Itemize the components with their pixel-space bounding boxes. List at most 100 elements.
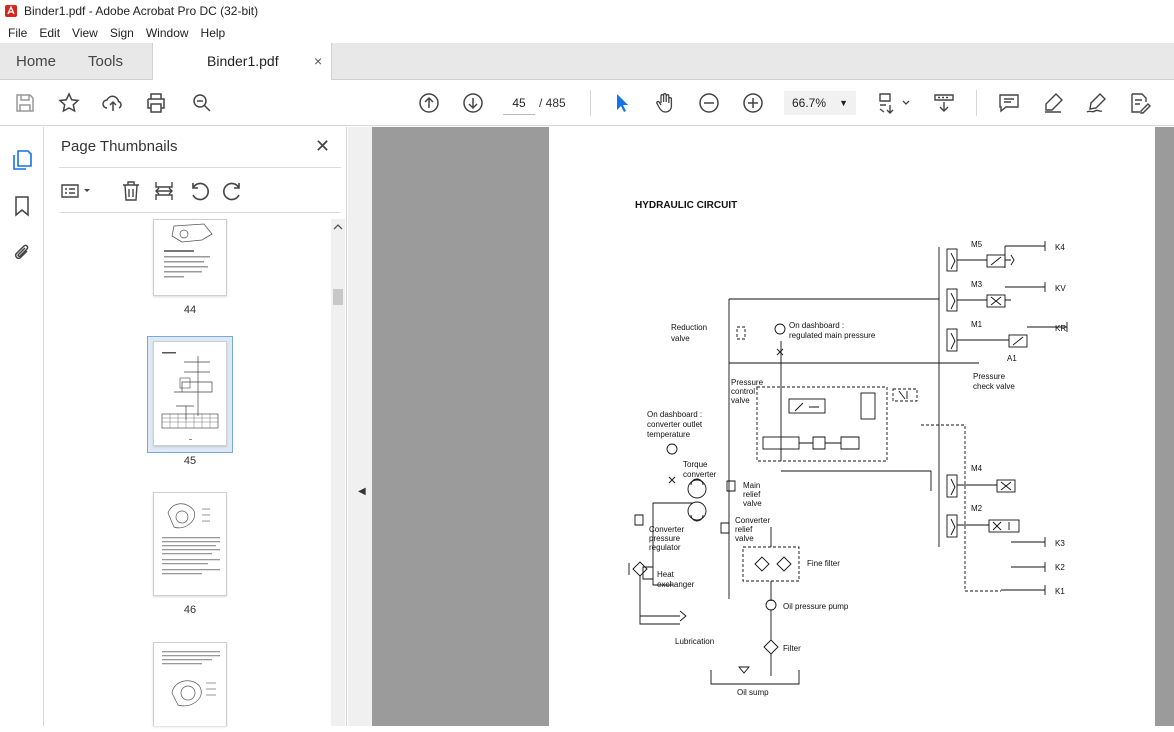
scroll-up-icon[interactable] xyxy=(333,223,343,231)
toolbar-divider xyxy=(976,90,977,116)
toolbar: 45 / 485 66.7% ▼ xyxy=(0,80,1174,126)
highlight-icon[interactable] xyxy=(1041,91,1065,115)
zoom-out-icon[interactable] xyxy=(697,91,721,115)
svg-text:pressure: pressure xyxy=(649,534,681,543)
svg-text:valve: valve xyxy=(731,396,750,405)
page-heading: HYDRAULIC CIRCUIT xyxy=(635,200,737,211)
thumbnail-label-44: 44 xyxy=(183,304,197,316)
filter xyxy=(763,639,779,655)
svg-text:converter: converter xyxy=(683,470,717,479)
tab-tools[interactable]: Tools xyxy=(88,53,124,70)
thumbnail-label-46: 46 xyxy=(183,604,197,616)
tab-row: Home Tools Binder1.pdf × xyxy=(0,43,1174,80)
svg-text:Oil pressure pump: Oil pressure pump xyxy=(783,602,849,611)
tab-document[interactable]: Binder1.pdf × xyxy=(152,43,332,80)
tab-home[interactable]: Home xyxy=(16,53,57,70)
svg-text:Converter: Converter xyxy=(649,525,684,534)
title-bar: Binder1.pdf - Adobe Acrobat Pro DC (32-b… xyxy=(0,0,1174,22)
svg-text:Oil sump: Oil sump xyxy=(737,688,769,697)
page-thumbnail-45[interactable] xyxy=(153,341,227,446)
svg-text:temperature: temperature xyxy=(647,430,691,439)
close-tab-icon[interactable]: × xyxy=(314,53,323,69)
bookmark-icon[interactable] xyxy=(11,195,33,217)
svg-text:K2: K2 xyxy=(1055,563,1065,572)
menu-window[interactable]: Window xyxy=(145,25,189,40)
thumbnail-preview xyxy=(161,352,219,440)
attachment-icon[interactable] xyxy=(11,242,33,264)
insert-pages-icon[interactable] xyxy=(152,179,176,203)
save-icon[interactable] xyxy=(13,91,37,115)
svg-text:regulator: regulator xyxy=(649,543,681,552)
hand-icon[interactable] xyxy=(653,91,677,115)
star-icon[interactable] xyxy=(57,91,81,115)
valve-m3: M3 xyxy=(946,280,1011,312)
heat-exchanger xyxy=(632,561,648,577)
zoom-in-icon[interactable] xyxy=(741,91,765,115)
gauge-main-pressure xyxy=(774,323,786,335)
menu-sign[interactable]: Sign xyxy=(109,25,134,40)
svg-text:Reduction: Reduction xyxy=(671,323,707,332)
upload-icon[interactable] xyxy=(101,91,125,115)
menu-edit[interactable]: Edit xyxy=(39,25,61,40)
navigation-rail xyxy=(0,127,44,726)
close-panel-icon[interactable]: ✕ xyxy=(315,136,331,156)
k-outputs: K4 KV KR K3 K2 K1 xyxy=(1001,241,1068,596)
scroll-mode-icon[interactable] xyxy=(932,91,956,115)
rotate-clockwise-icon[interactable] xyxy=(221,179,245,203)
comment-icon[interactable] xyxy=(997,91,1021,115)
svg-text:Pressure: Pressure xyxy=(973,372,1006,381)
svg-text:relief: relief xyxy=(743,490,761,499)
options-menu-icon[interactable] xyxy=(59,179,95,203)
svg-text:K3: K3 xyxy=(1055,539,1065,548)
thumbnail-preview xyxy=(162,651,220,707)
menu-view[interactable]: View xyxy=(72,25,98,40)
menu-file[interactable]: File xyxy=(8,25,28,40)
panel-title: Page Thumbnails xyxy=(61,138,178,155)
svg-text:K4: K4 xyxy=(1055,243,1065,252)
panel-collapse-gutter[interactable] xyxy=(348,127,372,726)
page-down-icon[interactable] xyxy=(461,91,485,115)
fit-page-icon[interactable] xyxy=(877,91,913,115)
svg-text:On dashboard :: On dashboard : xyxy=(789,321,844,330)
page-thumbnails-icon[interactable] xyxy=(11,149,33,171)
svg-text:KV: KV xyxy=(1055,284,1066,293)
print-icon[interactable] xyxy=(144,91,168,115)
document-tab-label: Binder1.pdf xyxy=(207,53,279,69)
svg-text:K1: K1 xyxy=(1055,587,1065,596)
hydraulic-circuit-diagram: HYDRAULIC CIRCUIT M5 M3 M1 A1 xyxy=(628,200,1068,697)
oil-sump xyxy=(710,670,800,685)
divider xyxy=(59,212,341,213)
svg-text:Filter: Filter xyxy=(783,644,801,653)
valve-m4: M4 xyxy=(946,464,1016,498)
menu-bar: File Edit View Sign Window Help xyxy=(0,22,1174,43)
page-thumbnail-44[interactable] xyxy=(153,219,227,296)
svg-text:control: control xyxy=(731,387,755,396)
page-thumbnail-47[interactable] xyxy=(153,642,227,726)
svg-text:Main: Main xyxy=(743,481,760,490)
collapse-panel-icon[interactable]: ◀ xyxy=(358,486,366,497)
document-scrollbar[interactable] xyxy=(1160,127,1174,726)
svg-text:Pressure: Pressure xyxy=(731,378,764,387)
svg-text:valve: valve xyxy=(743,499,762,508)
svg-text:M1: M1 xyxy=(971,320,983,329)
window-title: Binder1.pdf - Adobe Acrobat Pro DC (32-b… xyxy=(24,4,259,18)
sign-icon[interactable] xyxy=(1084,91,1108,115)
zoom-level-dropdown[interactable]: 66.7% ▼ xyxy=(784,91,856,115)
edit-pdf-icon[interactable] xyxy=(1128,91,1152,115)
svg-text:valve: valve xyxy=(735,534,754,543)
menu-help[interactable]: Help xyxy=(200,25,226,40)
page-number-input[interactable]: 45 xyxy=(503,91,535,115)
thumbnail-scrollbar[interactable] xyxy=(331,219,345,726)
svg-text:regulated main pressure: regulated main pressure xyxy=(789,331,876,340)
rotate-counterclockwise-icon[interactable] xyxy=(187,179,211,203)
page-up-icon[interactable] xyxy=(417,91,441,115)
select-cursor-icon[interactable] xyxy=(609,91,633,115)
svg-text:M5: M5 xyxy=(971,240,983,249)
page-thumbnail-46[interactable] xyxy=(153,492,227,596)
svg-text:Lubrication: Lubrication xyxy=(675,637,714,646)
zoom-search-icon[interactable] xyxy=(190,91,214,115)
svg-text:KR: KR xyxy=(1055,324,1066,333)
scrollbar-thumb[interactable] xyxy=(333,289,343,305)
valve-m1: M1 A1 xyxy=(946,320,1028,363)
delete-icon[interactable] xyxy=(119,179,143,203)
